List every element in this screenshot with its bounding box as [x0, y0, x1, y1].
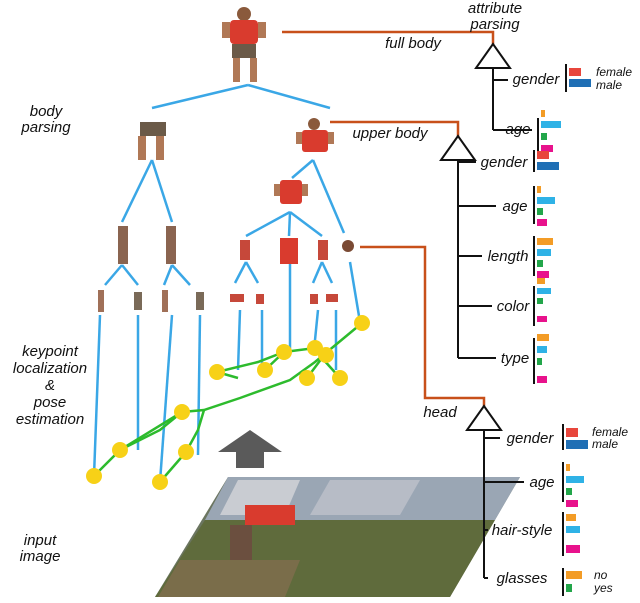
legend-female: female	[592, 425, 628, 439]
keypoint-label: &	[45, 377, 55, 394]
attribute-name: gender	[481, 154, 529, 171]
leaf-thumbnail	[98, 290, 104, 312]
link-upper-body	[330, 120, 460, 136]
keypoint-label: keypoint	[22, 343, 79, 360]
attribute-name: hair-style	[492, 522, 553, 539]
head-label: head	[423, 404, 457, 421]
attribute-name: length	[488, 248, 529, 265]
torso-part-thumbnail	[280, 238, 298, 264]
keypoint	[152, 474, 168, 490]
link-full-body	[282, 30, 495, 44]
keypoint	[257, 362, 273, 378]
head-thumbnail	[342, 240, 354, 252]
keypoint	[332, 370, 348, 386]
legend-male: male	[592, 437, 618, 451]
lower-body-thumbnail	[138, 122, 166, 160]
left-arm-thumbnail	[240, 240, 250, 260]
labels: attribute parsing body parsing keypoint …	[13, 0, 632, 595]
keypoint	[299, 370, 315, 386]
right-arm-thumbnail	[318, 240, 328, 260]
keypoint-label: estimation	[16, 411, 84, 428]
attribute-bars	[537, 68, 591, 592]
triangle-icon	[465, 404, 503, 431]
legend-male: male	[596, 78, 622, 92]
body-part-thumbnails	[98, 7, 354, 312]
attribute-parsing-label: parsing	[469, 16, 520, 33]
input-person-shorts	[230, 525, 252, 560]
attribute-name: age	[505, 121, 530, 138]
leaf-thumbnail	[162, 290, 168, 312]
legend-female: female	[596, 65, 632, 79]
leaf-thumbnail	[196, 292, 204, 310]
keypoint	[86, 468, 102, 484]
keypoint	[354, 315, 370, 331]
keypoint	[112, 442, 128, 458]
body-parsing-label: body	[30, 103, 64, 120]
up-arrow-icon	[218, 430, 282, 468]
attribute-tree-lines	[457, 64, 567, 596]
attribute-name: age	[502, 198, 527, 215]
leaf-thumbnail	[326, 294, 338, 302]
input-image-label: image	[20, 548, 61, 565]
input-person-shirt	[245, 505, 295, 525]
left-leg-thumbnail	[118, 226, 128, 264]
keypoint-label: pose	[33, 394, 67, 411]
triangle-icon	[474, 42, 512, 69]
body-parsing-tree	[92, 83, 362, 483]
torso-thumbnail	[274, 180, 308, 204]
keypoint-label: localization	[13, 360, 87, 377]
upper-body-thumbnail	[296, 118, 334, 152]
full-body-thumbnail	[222, 7, 266, 82]
attribute-triangles	[439, 42, 512, 431]
attribute-name: gender	[507, 430, 555, 447]
input-image-label: input	[24, 532, 57, 549]
right-leg-thumbnail	[166, 226, 176, 264]
keypoint	[174, 404, 190, 420]
input-image	[155, 477, 520, 597]
triangle-icon	[439, 134, 477, 161]
attribute-links	[282, 30, 495, 406]
keypoint	[276, 344, 292, 360]
legend-no: no	[594, 568, 608, 582]
leaf-thumbnail	[230, 294, 244, 302]
attribute-parsing-label: attribute	[468, 0, 522, 17]
legend-yes: yes	[593, 581, 613, 595]
attribute-name: glasses	[497, 570, 548, 587]
keypoint	[318, 347, 334, 363]
attribute-name: color	[497, 298, 531, 315]
link-head	[360, 245, 486, 406]
keypoint	[178, 444, 194, 460]
full-body-label: full body	[385, 35, 442, 52]
keypoint	[209, 364, 225, 380]
keypoints	[86, 315, 370, 490]
attribute-name: age	[529, 474, 554, 491]
attribute-name: type	[501, 350, 529, 367]
upper-body-label: upper body	[352, 125, 429, 142]
leaf-thumbnail	[310, 294, 318, 304]
leaf-thumbnail	[256, 294, 264, 304]
body-parsing-label: parsing	[20, 119, 71, 136]
leaf-thumbnail	[134, 292, 142, 310]
attribute-name: gender	[513, 71, 561, 88]
